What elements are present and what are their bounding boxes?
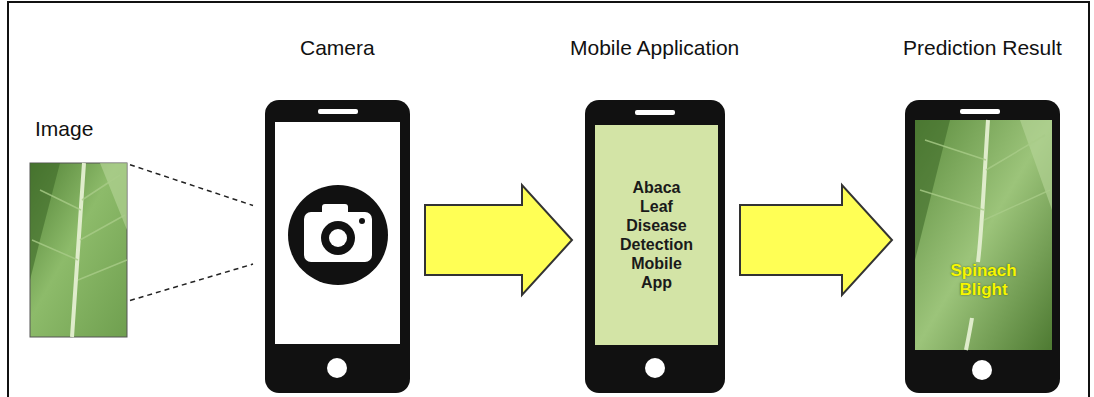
text-area: Abaca Leaf Disease Detection Mobile App bbox=[595, 125, 718, 345]
camera-phone bbox=[265, 100, 410, 393]
text-area: Spinach Blight bbox=[915, 240, 1052, 320]
leaf-photo bbox=[30, 163, 127, 337]
block-arrow bbox=[425, 185, 572, 295]
dashed-guide bbox=[130, 264, 253, 300]
result-box: Prediction ResultSpinach Blight bbox=[905, 100, 1060, 393]
app-screen bbox=[595, 125, 718, 345]
dashed-line bbox=[130, 264, 253, 300]
camera-heading: Camera bbox=[300, 36, 375, 60]
result-heading: Prediction Result bbox=[903, 36, 1062, 60]
dashed-guide bbox=[130, 165, 253, 206]
outer-frame bbox=[8, 2, 1089, 397]
app-heading: Mobile Application bbox=[570, 36, 739, 60]
arrow-shape bbox=[425, 185, 572, 295]
app-box: Mobile ApplicationAbaca Leaf Disease Det… bbox=[585, 100, 725, 393]
result-leaf-photo bbox=[915, 120, 1052, 350]
image-heading: Image bbox=[35, 117, 93, 141]
app-phone bbox=[585, 100, 725, 393]
dashed-line bbox=[130, 165, 253, 206]
camera-box: Camera bbox=[265, 100, 410, 393]
app-title: Abaca Leaf Disease Detection Mobile App bbox=[617, 178, 697, 292]
prediction-label: Spinach Blight bbox=[944, 261, 1024, 299]
camera-icon bbox=[288, 185, 388, 285]
arrow-shape bbox=[740, 185, 892, 295]
block-arrow bbox=[740, 185, 892, 295]
image-box: Image bbox=[30, 163, 127, 337]
result-phone bbox=[905, 100, 1060, 393]
